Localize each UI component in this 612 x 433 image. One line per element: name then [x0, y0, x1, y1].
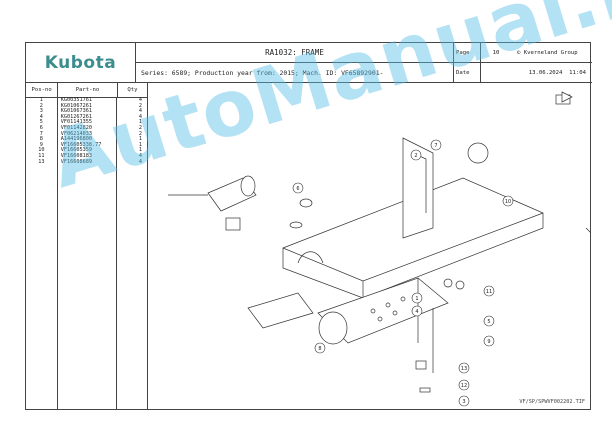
date-label: Date: [454, 63, 481, 83]
table-cell-part: VF01142820: [60, 124, 92, 131]
header-qty: Qty: [127, 87, 138, 93]
header-part-no: Part-no: [58, 83, 118, 97]
table-cell-qty: 1: [138, 147, 142, 154]
print-icon[interactable]: [555, 91, 573, 105]
table-cell-pos: 3: [39, 108, 43, 115]
callout-7: 7: [430, 139, 442, 151]
callout-12: 12: [458, 379, 470, 391]
svg-text:9: 9: [487, 339, 490, 345]
svg-text:5: 5: [487, 319, 490, 325]
callout-4: 4: [411, 305, 423, 317]
table-cell-qty: 2: [138, 124, 142, 131]
table-cell-part: KG00351761: [60, 97, 92, 103]
svg-text:6: 6: [296, 186, 299, 192]
page-label: Page: [454, 43, 481, 63]
table-cell-part: A144196800: [60, 136, 92, 143]
callout-2: 2: [410, 149, 422, 161]
table-cell-pos: 1: [39, 97, 43, 103]
callout-8: 8: [314, 342, 326, 354]
table-cell-part: KG01267261: [60, 113, 92, 120]
table-cell-qty: 4: [138, 97, 142, 103]
callout-3: 3: [458, 395, 470, 407]
table-cell-part: VF06214033: [60, 130, 92, 137]
sheet-title: RA1032: FRAME: [136, 43, 454, 63]
callout-11: 11: [483, 285, 495, 297]
table-cell-part: KG01067261: [60, 102, 92, 109]
table-cell-pos: 5: [39, 119, 43, 126]
svg-text:3: 3: [462, 399, 465, 405]
table-cell-part: VF16605359: [60, 147, 92, 154]
header-pos-no: Pos-no: [26, 83, 59, 97]
table-cell-qty: 2: [138, 102, 142, 109]
table-cell-pos: 7: [39, 130, 43, 137]
table-cell-pos: 9: [39, 141, 43, 148]
svg-text:13: 13: [461, 366, 467, 372]
table-cell-part: VF16605338.77: [60, 141, 102, 148]
table-cell-qty: 4: [138, 108, 142, 115]
svg-text:11: 11: [486, 289, 492, 295]
svg-text:1: 1: [415, 296, 418, 302]
table-cell-qty: 1: [138, 119, 142, 126]
table-cell-part: KG01067361: [60, 108, 92, 115]
callout-1: 1: [411, 292, 423, 304]
table-cell-qty: 1: [138, 141, 142, 148]
svg-text:8: 8: [318, 346, 321, 352]
table-cell-qty: 1: [138, 136, 142, 143]
logo-cell: Kubota: [26, 43, 136, 83]
svg-text:4: 4: [415, 309, 418, 315]
parts-table-header: Pos-no Part-no Qty: [26, 83, 147, 98]
table-cell-pos: 6: [39, 124, 43, 131]
series-line: Series: 6589; Production year from: 2015…: [136, 63, 454, 83]
page-number: 10: [492, 49, 500, 56]
svg-text:12: 12: [461, 383, 467, 389]
callout-5: 5: [483, 315, 495, 327]
table-cell-pos: 11: [38, 152, 45, 159]
table-cell-qty: 4: [138, 158, 142, 165]
table-cell-part: VF16608183: [60, 152, 92, 159]
svg-text:7: 7: [434, 143, 437, 149]
table-cell-pos: 4: [39, 113, 43, 120]
table-cell-pos: 10: [38, 147, 45, 154]
date-value: 13.06.2024 11:04: [481, 63, 592, 83]
exploded-diagram: 2 7 10 11 5 1 9 6 4 13 12 3 8 VF/SP/SPWV…: [148, 83, 592, 409]
table-cell-part: VF16608689: [60, 158, 92, 165]
table-cell-qty: 4: [138, 113, 142, 120]
callout-13: 13: [458, 362, 470, 374]
kubota-logo: Kubota: [44, 52, 117, 73]
table-cell-pos: 8: [39, 136, 43, 143]
svg-text:10: 10: [505, 199, 511, 205]
table-cell-qty: 4: [138, 152, 142, 159]
table-cell-part: VF01141355: [60, 119, 92, 126]
frame-drawing: 2 7 10 11 5 1 9 6 4 13 12 3 8: [168, 91, 592, 407]
drawing-reference: VF/SP/SPWVF002202.TIF: [519, 399, 585, 405]
page-info: 10 © Kverneland Group: [481, 43, 592, 63]
table-cell-pos: 2: [39, 102, 43, 109]
callout-9: 9: [483, 335, 495, 347]
table-cell-qty: 2: [138, 130, 142, 137]
callout-6: 6: [292, 182, 304, 194]
table-cell-pos: 13: [38, 158, 45, 165]
copyright: © Kverneland Group: [517, 49, 578, 56]
svg-text:2: 2: [414, 153, 417, 159]
parts-sheet: Kubota RA1032: FRAME Series: 6589; Produ…: [25, 42, 592, 410]
callout-10: 10: [502, 195, 514, 207]
